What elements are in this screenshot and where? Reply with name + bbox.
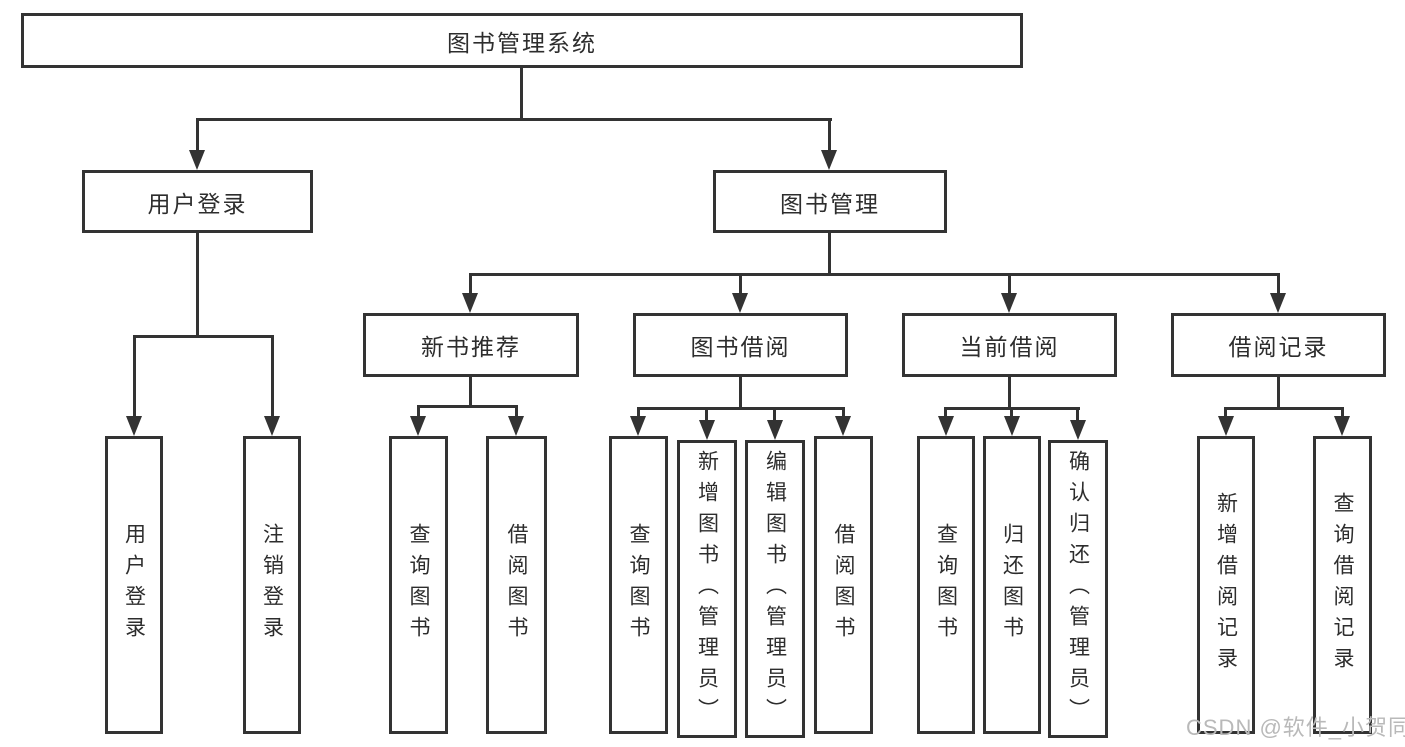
node-label: 确认归还（管理员） [1066,449,1090,729]
connector-records-stub [1277,377,1280,407]
node-borrowing-records: 借阅记录 [1171,313,1386,377]
connector-root-stub [520,68,523,120]
connector-leaf-shaft [637,407,640,419]
node-label: 编辑图书（管理员） [763,449,787,729]
node-leaf-add-borrow-record: 新增借阅记录 [1197,436,1255,734]
connector-leaf-shaft [944,407,947,419]
node-leaf-logout: 注销登录 [243,436,301,734]
node-label: 查询图书 [627,523,650,647]
node-leaf-query-books-current: 查询图书 [917,436,975,734]
arrow-down-icon [126,416,142,436]
arrow-down-icon [1070,420,1086,440]
connector-new-rec-shaft [469,273,472,297]
node-leaf-add-books-admin: 新增图书（管理员） [677,440,737,738]
node-label: 借阅记录 [1228,334,1329,360]
node-book-borrowing: 图书借阅 [633,313,848,377]
arrow-down-icon [835,416,851,436]
node-leaf-query-books-recommend: 查询图书 [389,436,448,734]
node-label: 归还图书 [1000,523,1024,647]
node-label: 借阅图书 [505,523,528,647]
connector-leaf-shaft [515,405,518,419]
connector-borrow-branch [637,407,844,410]
node-current-borrowing: 当前借阅 [902,313,1117,377]
connector-logout-shaft [271,335,274,418]
connector-leaf-shaft [1010,407,1013,419]
connector-leaf-shaft [842,407,845,419]
node-label: 新书推荐 [421,334,521,360]
arrow-down-icon [1218,416,1234,436]
arrow-down-icon [938,416,954,436]
node-label: 当前借阅 [959,334,1060,360]
connector-level2-branch [197,118,832,121]
node-user-login: 用户登录 [82,170,313,233]
node-label: 借阅图书 [832,523,855,647]
arrow-down-icon [1334,416,1350,436]
arrow-down-icon [410,416,426,436]
connector-records-branch [1224,407,1344,410]
node-label: 新增图书（管理员） [695,449,719,729]
node-label: 查询借阅记录 [1331,492,1354,678]
connector-book-mgmt-stub [828,233,831,273]
arrow-down-icon [699,420,715,440]
node-leaf-borrow-books: 借阅图书 [814,436,873,734]
node-leaf-query-books-borrow: 查询图书 [609,436,668,734]
node-label: 注销登录 [260,523,284,647]
connector-leaf-shaft [1076,407,1079,423]
node-label: 查询图书 [934,523,958,647]
node-label: 新增借阅记录 [1214,492,1238,678]
connector-leaf-shaft [1224,407,1227,419]
connector-leaf-shaft [417,405,420,419]
node-library-management-system: 图书管理系统 [21,13,1023,68]
arrow-down-icon [1004,416,1020,436]
connector-borrow-stub [739,377,742,407]
connector-level3-branch [469,273,1280,276]
arrow-down-icon [462,293,478,313]
arrow-down-icon [189,150,205,170]
node-label: 图书借阅 [690,334,791,360]
node-leaf-edit-books-admin: 编辑图书（管理员） [745,440,805,738]
arrow-down-icon [1270,293,1286,313]
arrow-down-icon [264,416,280,436]
connector-records-shaft [1277,273,1280,297]
connector-user-login-shaft [196,118,199,152]
node-label: 查询图书 [407,523,430,647]
connector-new-rec-branch [417,405,517,408]
connector-current-shaft [1008,273,1011,297]
node-leaf-return-books: 归还图书 [983,436,1041,734]
arrow-down-icon [821,150,837,170]
csdn-watermark: CSDN @软件_小贺同学 [1186,715,1405,740]
connector-current-stub [1008,377,1011,407]
node-leaf-user-login: 用户登录 [105,436,163,734]
node-label: 图书管理 [780,190,880,217]
node-label: 图书管理系统 [447,29,597,56]
connector-book-mgmt-shaft [828,118,831,152]
arrow-down-icon [630,416,646,436]
node-label: 用户登录 [122,523,146,647]
connector-user-login-stub [196,233,199,335]
arrow-down-icon [732,293,748,313]
connector-leaf-shaft [705,407,708,423]
connector-user-login-branch [133,335,274,338]
node-leaf-borrow-books-recommend: 借阅图书 [486,436,547,734]
node-book-management: 图书管理 [713,170,947,233]
arrow-down-icon [767,420,783,440]
connector-login-shaft [133,335,136,418]
node-leaf-confirm-return-admin: 确认归还（管理员） [1048,440,1108,738]
node-label: 用户登录 [147,190,248,217]
connector-new-rec-stub [469,377,472,405]
node-leaf-query-borrow-record: 查询借阅记录 [1313,436,1372,734]
arrow-down-icon [1001,293,1017,313]
arrow-down-icon [508,416,524,436]
connector-borrow-shaft [739,273,742,297]
connector-leaf-shaft [773,407,776,423]
connector-leaf-shaft [1341,407,1344,419]
node-new-book-recommendation: 新书推荐 [363,313,579,377]
